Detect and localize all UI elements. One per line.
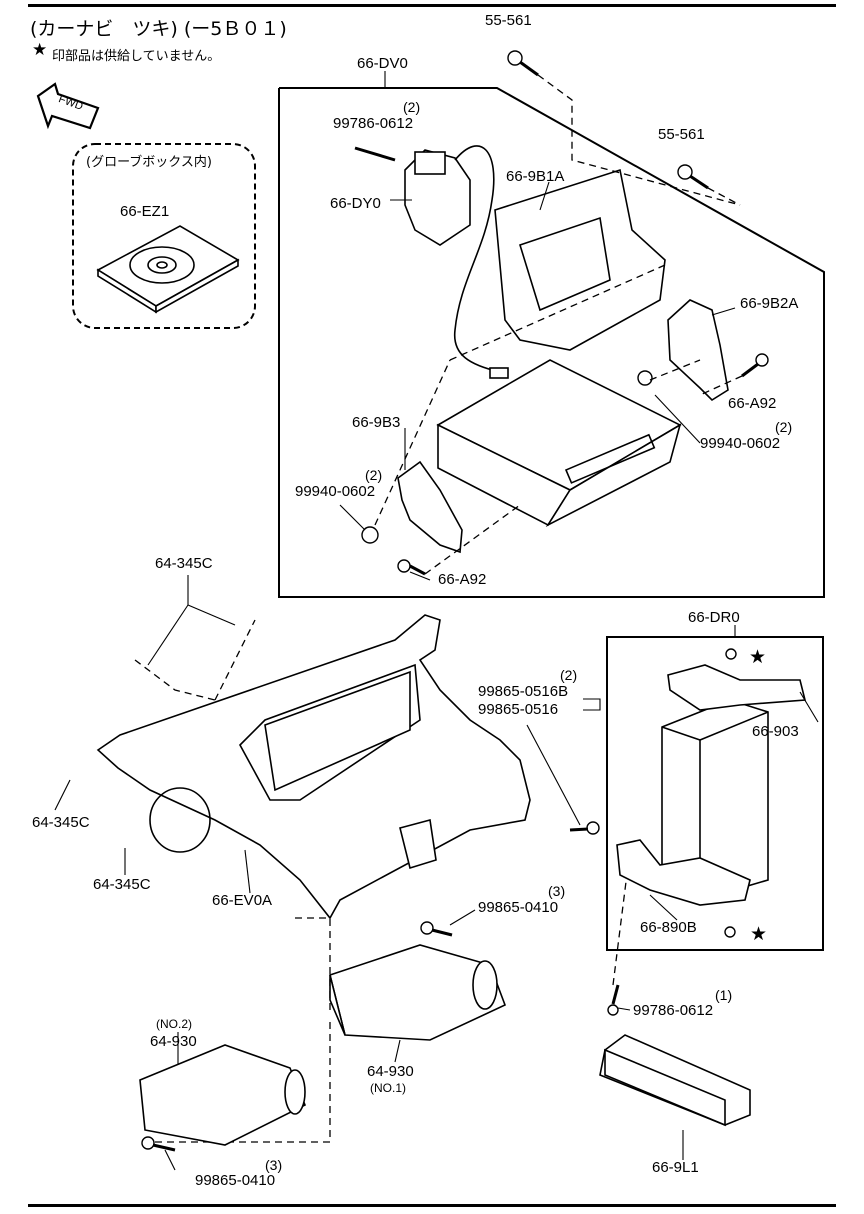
- label-66-a92-left: 66-A92: [438, 571, 487, 588]
- sub-64-930-no2: (NO.2): [156, 1017, 192, 1031]
- label-64-345c-bot: 64-345C: [93, 876, 151, 893]
- sub-64-930-no1: (NO.1): [370, 1081, 406, 1095]
- label-99940-0602-right: 99940-0602: [700, 435, 781, 452]
- glovebox-title: (グローブボックス内): [86, 155, 212, 170]
- qty-99865-0516: (2): [560, 667, 578, 683]
- qty-99786-0612-bot: (1): [715, 987, 733, 1003]
- label-66-9b3: 66-9B3: [352, 414, 401, 431]
- label-66-890b: 66-890B: [640, 919, 697, 936]
- star-icon: ★: [750, 923, 768, 945]
- label-66-ez1: 66-EZ1: [120, 203, 170, 220]
- dvd-unit: [436, 359, 682, 528]
- supply-note: 印部品は供給していません。: [52, 49, 221, 64]
- screw-icons: [141, 50, 769, 1152]
- label-64-930-no1: 64-930: [367, 1063, 414, 1080]
- label-99865-0516b: 99865-0516B: [478, 683, 569, 700]
- page-title: (カーナビ ツキ) (ー5Ｂ０１): [30, 18, 287, 40]
- glovebox-region: [72, 143, 256, 329]
- label-99865-0410-bot: 99865-0410: [195, 1172, 276, 1189]
- label-99786-0612-top: 99786-0612: [333, 115, 414, 132]
- navigation-disc-icon: [96, 225, 240, 314]
- fwd-arrow-icon: [36, 82, 100, 130]
- label-55-561-a: 55-561: [485, 12, 532, 29]
- air-vent-no2: [139, 1044, 307, 1146]
- label-66-dy0: 66-DY0: [330, 195, 381, 212]
- bracket-903: [667, 664, 807, 711]
- star-icon: ★: [32, 40, 48, 60]
- label-66-9l1: 66-9L1: [652, 1159, 699, 1176]
- bracket-9b2a: [667, 299, 729, 402]
- nav-unit-frame: [278, 87, 825, 598]
- label-99786-0612-bot: 99786-0612: [633, 1002, 714, 1019]
- dashboard-panel: [96, 614, 531, 920]
- bracket-9b1a: [494, 168, 666, 351]
- label-66-ev0a: 66-EV0A: [212, 892, 273, 909]
- label-66-dv0: 66-DV0: [357, 55, 408, 72]
- label-66-9b1a: 66-9B1A: [506, 168, 565, 185]
- label-99865-0410-mid: 99865-0410: [478, 899, 559, 916]
- star-icon: ★: [749, 646, 767, 668]
- label-64-930-no2: 64-930: [150, 1033, 197, 1050]
- qty-99940-0602-left: (2): [365, 467, 383, 483]
- qty-99940-0602-right: (2): [775, 419, 793, 435]
- label-99865-0516: 99865-0516: [478, 701, 559, 718]
- label-66-9b2a: 66-9B2A: [740, 295, 799, 312]
- bracket-9b3: [397, 460, 463, 554]
- top-rule: [28, 4, 836, 7]
- label-99940-0602-left: 99940-0602: [295, 483, 376, 500]
- label-66-903: 66-903: [752, 723, 799, 740]
- nav-switch: [599, 1034, 751, 1127]
- qty-99865-0410-bot: (3): [265, 1157, 283, 1173]
- bracket-890b: [616, 839, 751, 906]
- control-unit-region: [606, 636, 824, 951]
- label-66-a92-right: 66-A92: [728, 395, 777, 412]
- label-64-345c-mid: 64-345C: [32, 814, 90, 831]
- qty-99786-0612-top: (2): [403, 99, 421, 115]
- leader-lines: [54, 71, 819, 1171]
- air-vent-no1: [329, 944, 507, 1041]
- bottom-rule: [28, 1204, 836, 1207]
- gps-antenna: [354, 145, 509, 379]
- label-64-345c-top: 64-345C: [155, 555, 213, 572]
- label-66-dr0: 66-DR0: [688, 609, 740, 626]
- label-55-561-b: 55-561: [658, 126, 705, 143]
- qty-99865-0410-mid: (3): [548, 883, 566, 899]
